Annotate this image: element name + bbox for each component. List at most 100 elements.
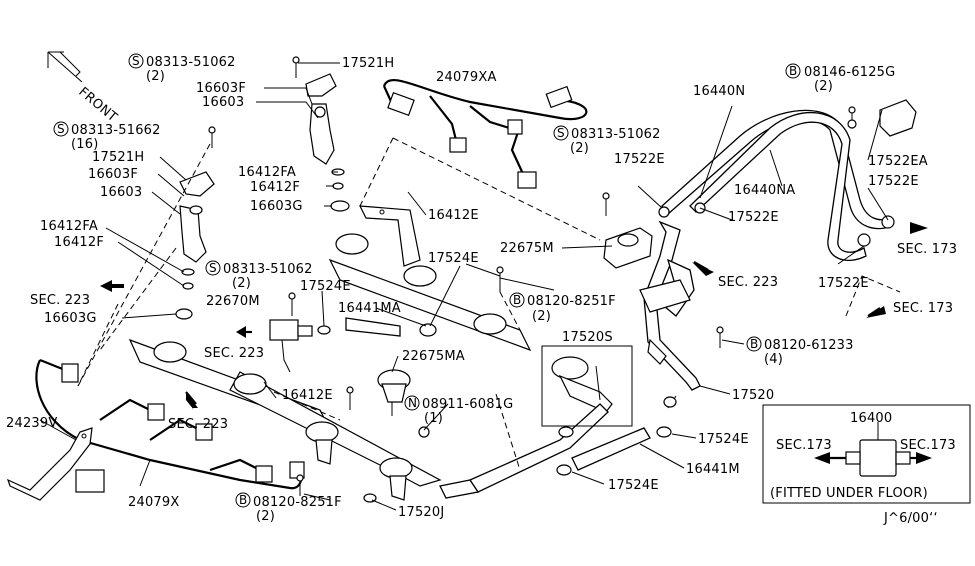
label-08313-51662: 08313-51662 [71,123,161,138]
label-08313-51062-mid: 08313-51062 [223,262,313,277]
prefix-b: B [789,64,797,78]
injector-top [292,56,337,165]
label-sec223-left: SEC. 223 [30,293,90,308]
label-16441ma: 16441MA [338,301,401,316]
leader-lines [39,62,889,511]
reference-lines [77,137,901,471]
label-17524e-b: 17524E [428,251,479,266]
label-16441m: 16441M [686,462,740,477]
label-17521h-top: 17521H [342,56,394,71]
label-17520j: 17520J [398,505,444,520]
label-16412fa-mid: 16412FA [238,165,296,180]
label-16603f-left: 16603F [88,167,138,182]
pipe-17520 [639,220,701,409]
label-16412e-top: 16412E [428,208,479,223]
label-16603g-left: 16603G [44,311,97,326]
regulator-22670m [236,292,331,373]
label-qty: (2) [570,141,589,156]
label-08911-6081g: 08911-6081G [422,397,513,412]
label-17524e-d: 17524E [608,478,659,493]
label-24079xa: 24079XA [436,70,497,85]
hoses-16440 [658,109,895,261]
label-08313-51062-top: 08313-51062 [146,55,236,70]
label-24239v: 24239V [6,416,57,431]
bracket-17522ea [847,99,917,137]
label-16603-top: 16603 [202,95,244,110]
label-16412f-mid: 16412F [250,180,300,195]
bracket-24239v [6,427,93,501]
label-22675m: 22675M [500,241,554,256]
label-sec173-a: SEC. 173 [897,242,957,257]
damper-22675m [602,192,653,269]
label-08146-6125g: 08146-6125G [804,65,895,80]
front-arrow-icon [47,51,83,83]
inset-fuel-filter [762,404,971,504]
damper-22675ma [346,369,430,438]
label-08120-8251f-mid: 08120-8251F [527,294,616,309]
prefix-s: S [57,122,65,136]
label-17521h-left: 17521H [92,150,144,165]
label-08120-61233: 08120-61233 [764,338,854,353]
inset-arrow-right-icon [916,452,932,464]
label-qty: (2) [532,309,551,324]
label-qty: (2) [232,276,251,291]
label-16412e-bot: 16412E [282,388,333,403]
label-inset-caption: (FITTED UNDER FLOOR) [770,486,928,501]
label-qty: (1) [424,411,443,426]
label-17520: 17520 [732,388,774,403]
label-16603f-top: 16603F [196,81,246,96]
label-qty: (2) [256,509,275,524]
label-08120-8251f-bot: 08120-8251F [253,495,342,510]
label-sec223-mid: SEC. 223 [204,346,264,361]
prefix-b: B [513,293,521,307]
label-22675ma: 22675MA [402,349,465,364]
prefix-markers: S S S S B B B B N [53,53,801,508]
bracket-16412e [358,205,421,267]
harness-24079xa [382,78,588,189]
label-17522ea: 17522EA [868,154,928,169]
label-17520s: 17520S [562,330,613,345]
pipe-17520s [439,403,609,499]
hose-16441m [556,426,672,476]
front-label: FRONT [75,85,119,126]
label-sec173-b: SEC. 173 [893,301,953,316]
prefix-s: S [132,54,140,68]
label-inset-sec173-right: SEC.173 [900,438,956,453]
label-16400: 16400 [850,411,892,426]
label-16603g-mid: 16603G [250,199,303,214]
prefix-n: N [408,396,417,410]
label-qty: (4) [764,352,783,367]
label-17522e-a: 17522E [614,152,665,167]
label-inset-sec173-left: SEC.173 [776,438,832,453]
arrow-right-icon [692,262,714,276]
prefix-b: B [239,493,247,507]
label-qty: (16) [71,137,99,152]
inset-arrow-left-icon [814,452,830,464]
label-17522e-d: 17522E [818,276,869,291]
label-16440n: 16440N [693,84,745,99]
label-diagram-code: J^6/00‘‘ [883,511,938,526]
label-qty: (2) [146,69,165,84]
label-qty: (2) [814,79,833,94]
arrow-right-icon [910,222,928,234]
prefix-s: S [209,261,217,275]
fuel-rail [128,233,613,501]
label-08313-51062-right: 08313-51062 [571,127,661,142]
label-17522e-b: 17522E [728,210,779,225]
label-16412fa-left: 16412FA [40,219,98,234]
prefix-b: B [750,337,758,351]
label-16412f-left: 16412F [54,235,104,250]
seal-stack-mid [330,168,350,212]
label-17522e-c: 17522E [868,174,919,189]
part-labels: 08313-51062 (2) 17521H 24079XA 16603F 16… [6,55,957,526]
label-16440na: 16440NA [734,183,795,198]
injector-left [175,126,216,320]
label-17524e-a: 17524E [300,279,351,294]
label-sec223-bot: SEC. 223 [168,417,228,432]
sec-arrows [100,222,928,410]
label-16603-left: 16603 [100,185,142,200]
label-sec223-right: SEC. 223 [718,275,778,290]
hose-16441ma [345,317,437,337]
